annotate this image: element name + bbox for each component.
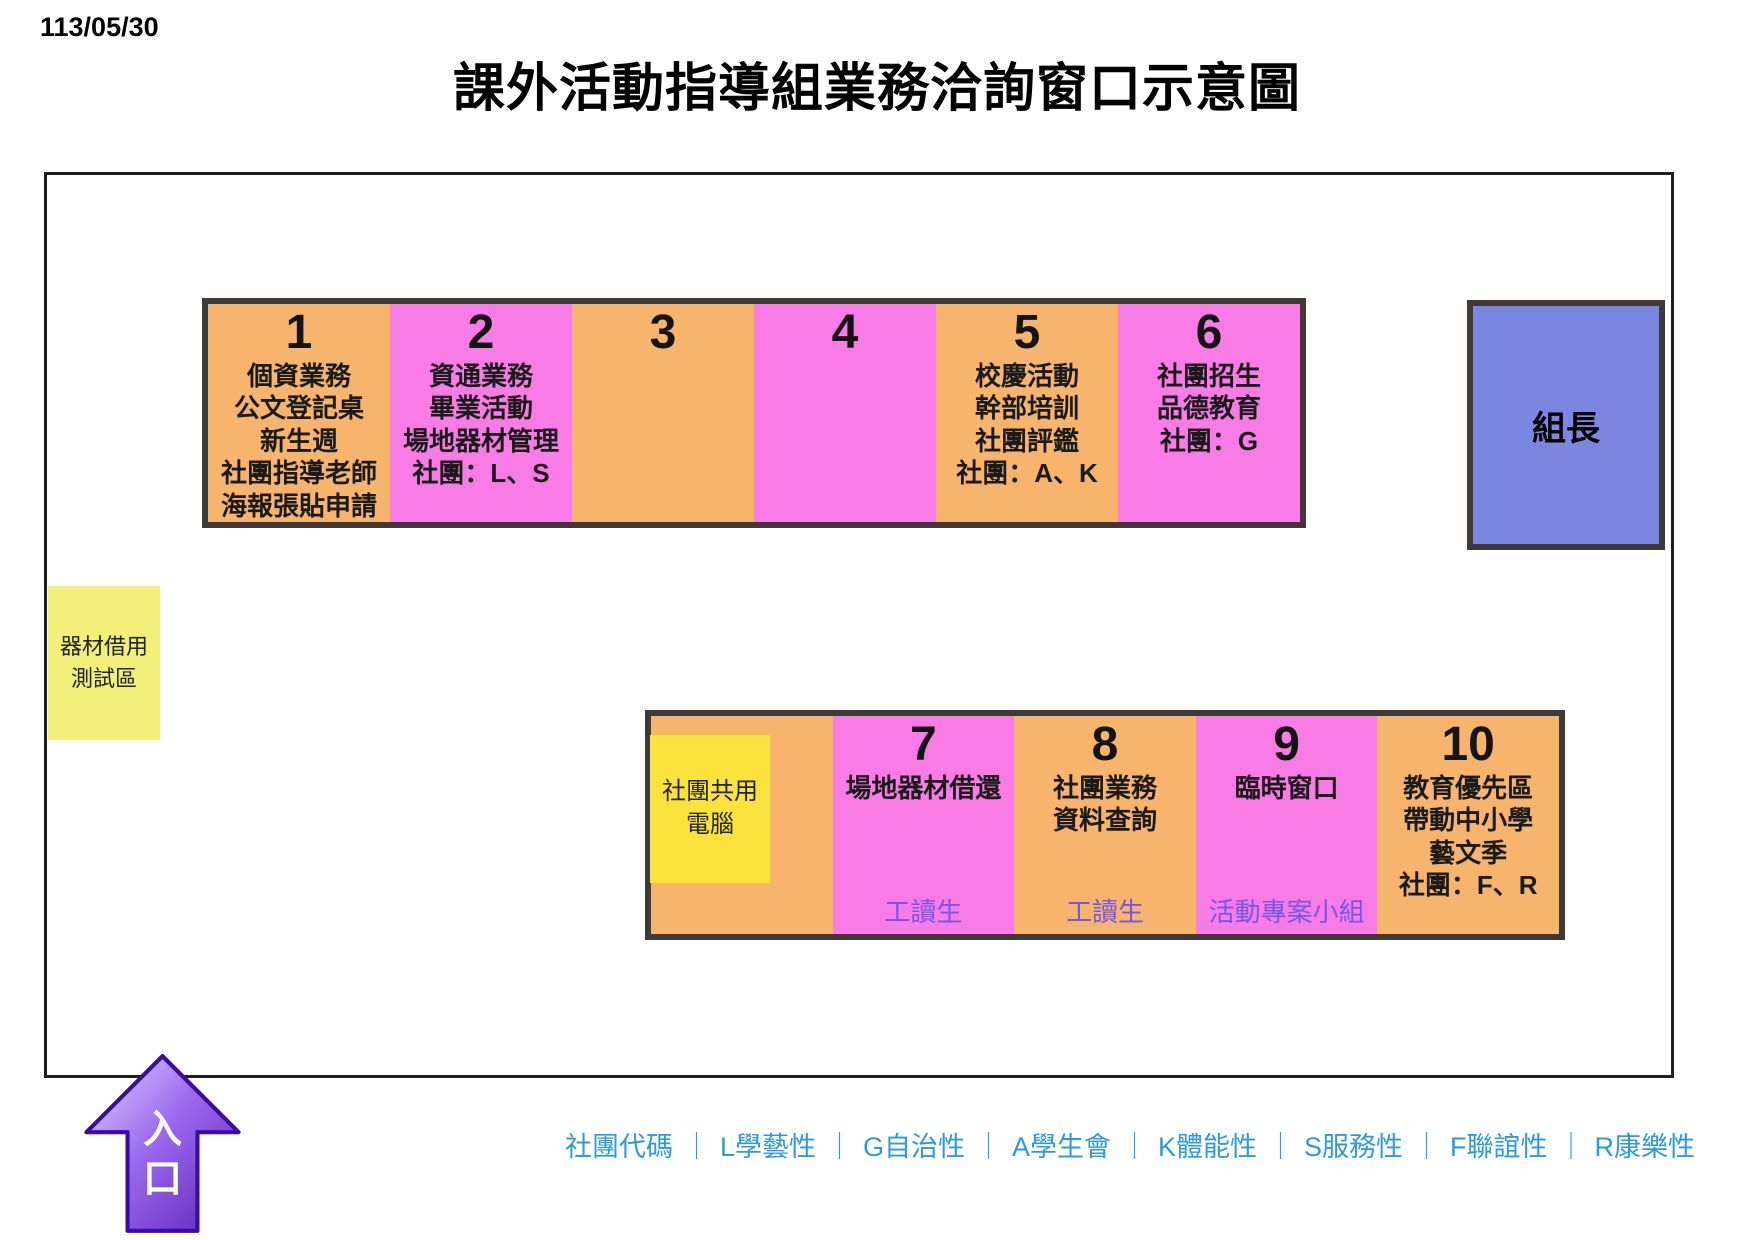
counter-service-line: 社團：F、R xyxy=(1398,870,1538,901)
counter-3: 3 xyxy=(572,304,754,522)
counter-number: 5 xyxy=(1013,306,1041,359)
club-computer-line: 電腦 xyxy=(686,811,734,838)
counter-service-line: 場地器材借還 xyxy=(845,772,1002,803)
counter-number: 4 xyxy=(831,306,859,359)
legend-item: L學藝性 xyxy=(719,1132,816,1162)
legend-item: G自治性 xyxy=(862,1132,965,1162)
counter-service-list: 資通業務畢業活動場地器材管理社團：L、S xyxy=(403,360,559,490)
counter-service-line: 場地器材管理 xyxy=(402,425,559,456)
legend-separator: ｜ xyxy=(1267,1132,1295,1162)
legend-separator: ｜ xyxy=(1557,1132,1585,1162)
counter-service-line: 社團：L、S xyxy=(412,458,550,489)
counter-number: 6 xyxy=(1195,306,1223,359)
entrance-char-bottom: 口 xyxy=(143,1158,182,1201)
equipment-test-area: 器材借用測試區 xyxy=(48,586,160,740)
counter-service-list: 個資業務公文登記桌新生週社團指導老師海報張貼申請 xyxy=(221,360,377,523)
counter-service-line: 藝文季 xyxy=(1429,837,1508,868)
club-computer-box: 社團共用電腦 xyxy=(650,735,770,883)
legend-separator: ｜ xyxy=(1121,1132,1149,1162)
counter-blank-0: 社團共用電腦 xyxy=(650,716,833,934)
counter-service-list: 校慶活動幹部培訓社團評鑑社團：A、K xyxy=(956,360,1098,490)
legend-item: S服務性 xyxy=(1304,1132,1404,1162)
counter-number: 9 xyxy=(1273,718,1300,771)
counter-service-line: 社團評鑑 xyxy=(974,425,1079,456)
staff-label: 工讀生 xyxy=(1065,897,1144,927)
date-label: 113/05/30 xyxy=(40,12,159,42)
counter-number: 8 xyxy=(1091,718,1119,771)
legend-item: K體能性 xyxy=(1158,1132,1258,1162)
legend-separator: ｜ xyxy=(975,1132,1002,1162)
counter-service-list: 臨時窗口 xyxy=(1235,772,1339,805)
counter-service-list: 教育優先區帶動中小學藝文季社團：F、R xyxy=(1399,772,1538,902)
counter-service-line: 海報張貼申請 xyxy=(220,490,377,521)
counter-number: 1 xyxy=(285,306,313,359)
counter-service-line: 幹部培訓 xyxy=(974,393,1079,424)
counter-service-line: 社團：A、K xyxy=(956,458,1098,489)
counter-service-line: 臨時窗口 xyxy=(1234,772,1339,803)
club-computer-line: 社團共用 xyxy=(662,778,758,806)
counter-number: 10 xyxy=(1441,718,1495,771)
entrance-char-top: 入 xyxy=(143,1108,182,1151)
counter-number: 2 xyxy=(467,306,495,359)
legend-item: 社團代碼 xyxy=(564,1132,673,1162)
counter-number: 3 xyxy=(649,306,677,359)
legend-item: F聯誼性 xyxy=(1450,1132,1548,1162)
equipment-test-line: 器材借用 xyxy=(59,633,148,659)
counter-service-line: 公文登記桌 xyxy=(233,393,364,424)
page-title: 課外活動指導組業務洽詢窗口示意圖 xyxy=(452,60,1301,118)
counter-service-line: 資料查詢 xyxy=(1052,805,1157,836)
counter-service-line: 教育優先區 xyxy=(1403,772,1534,803)
chief-label: 組長 xyxy=(1532,409,1600,448)
chief-box: 組長 xyxy=(1467,300,1665,550)
counter-number: 7 xyxy=(910,718,937,771)
counter-service-line: 社團業務 xyxy=(1052,772,1157,803)
floor-plan-room xyxy=(44,172,1674,1078)
counter-service-line: 社團招生 xyxy=(1156,360,1261,391)
counter-service-list: 場地器材借還 xyxy=(845,772,1001,805)
counter-service-line: 帶動中小學 xyxy=(1403,805,1534,836)
counter-service-line: 個資業務 xyxy=(246,360,351,391)
equipment-test-line: 測試區 xyxy=(70,666,137,691)
staff-label: 活動專案小組 xyxy=(1208,897,1365,927)
counter-service-line: 社團：G xyxy=(1159,425,1259,456)
counter-service-line: 品德教育 xyxy=(1156,393,1261,424)
legend-item: A學生會 xyxy=(1012,1132,1112,1162)
legend-separator: ｜ xyxy=(682,1132,710,1162)
counter-service-list: 社團招生品德教育社團：G xyxy=(1157,360,1261,458)
legend-separator: ｜ xyxy=(1413,1132,1441,1162)
legend-separator: ｜ xyxy=(825,1132,853,1162)
counter-service-line: 資通業務 xyxy=(428,360,533,391)
counter-4: 4 xyxy=(754,304,936,522)
counter-service-line: 畢業活動 xyxy=(428,393,533,424)
counter-service-line: 社團指導老師 xyxy=(220,458,377,489)
counter-service-line: 新生週 xyxy=(259,425,338,456)
legend-item: R康樂性 xyxy=(1594,1132,1696,1162)
counter-service-list: 社團業務資料查詢 xyxy=(1053,772,1157,837)
club-code-legend: 社團代碼 ｜ L學藝性 ｜ G自治性 ｜ A學生會 ｜ K體能性 ｜ S服務性 ｜ F聯誼性 ｜ R康樂性 xyxy=(560,1125,1700,1164)
counter-service-line: 校慶活動 xyxy=(974,360,1079,391)
entrance-arrow: 入 口 xyxy=(84,1054,241,1233)
staff-label: 工讀生 xyxy=(884,897,963,927)
entrance-arrow-shape xyxy=(84,1054,241,1233)
